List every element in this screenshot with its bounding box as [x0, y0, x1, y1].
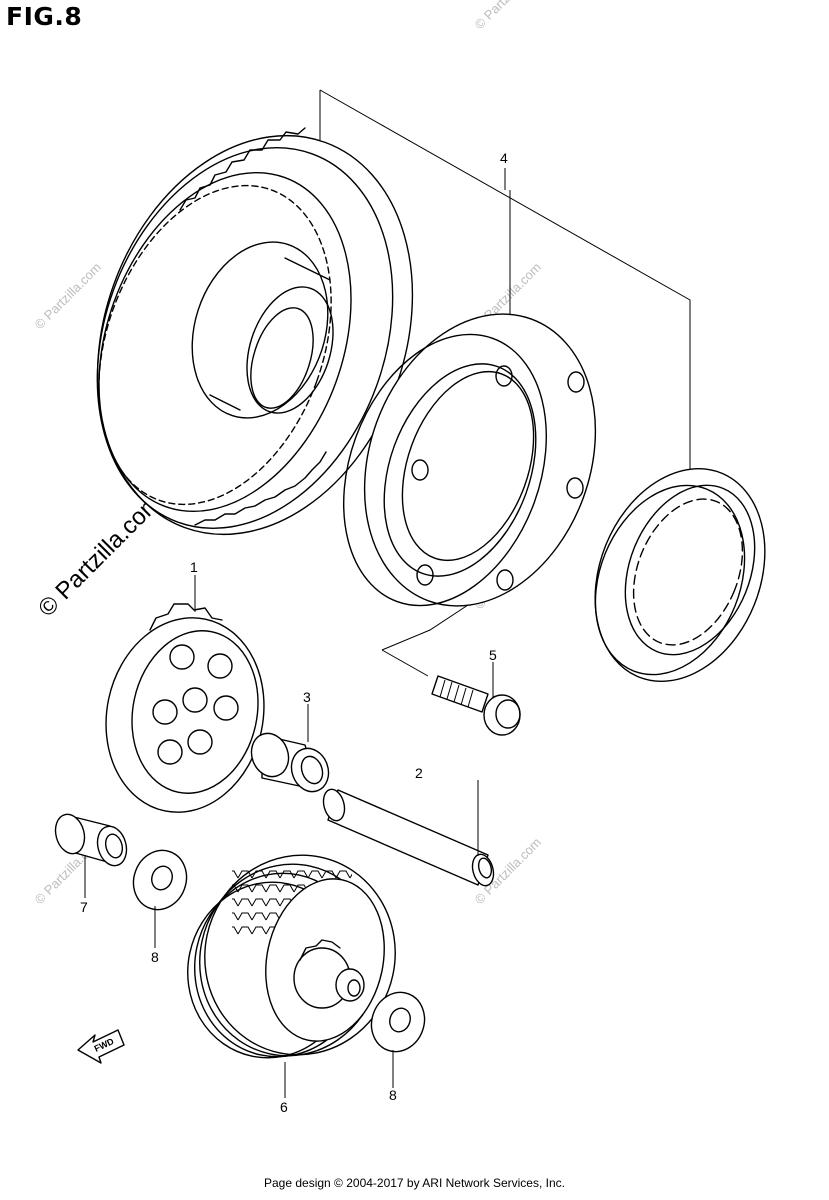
one-way-clutch	[594, 467, 766, 683]
callout-6: 6	[280, 1099, 288, 1115]
washer-lower	[370, 991, 426, 1053]
callout-8-upper: 8	[151, 949, 159, 965]
watermark: © Partzilla.com	[472, 0, 545, 32]
callout-7: 7	[80, 899, 88, 915]
callout-8-lower: 8	[389, 1087, 397, 1103]
starter-clutch-gear-assembly	[187, 854, 396, 1059]
watermark: © Partzilla.com	[32, 260, 105, 333]
callout-1: 1	[190, 559, 198, 575]
washer-upper	[132, 849, 188, 911]
starter-driven-gear	[96, 127, 414, 536]
bolt	[381, 604, 521, 736]
bracket-4	[319, 89, 691, 470]
callouts: 4 1 3 2 5 7 8 6 8	[80, 150, 508, 1115]
watermark-main: © Partzilla.com	[33, 489, 166, 622]
callout-4: 4	[500, 150, 508, 166]
callout-5: 5	[489, 647, 497, 663]
callout-2: 2	[415, 765, 423, 781]
footer-copyright: Page design © 2004-2017 by ARI Network S…	[263, 1176, 565, 1190]
fwd-arrow-icon: FWD	[77, 1029, 125, 1064]
parts-diagram: © Partzilla.com © Partzilla.com © Partzi…	[32, 0, 766, 1115]
figure-title: FIG.8	[6, 2, 83, 31]
shaft	[322, 788, 495, 887]
callout-3: 3	[303, 689, 311, 705]
bushing	[250, 732, 330, 793]
leader-lines	[84, 168, 506, 1098]
idle-gear	[105, 603, 265, 813]
starter-clutch-housing	[342, 313, 597, 607]
bushing-small	[54, 813, 128, 867]
